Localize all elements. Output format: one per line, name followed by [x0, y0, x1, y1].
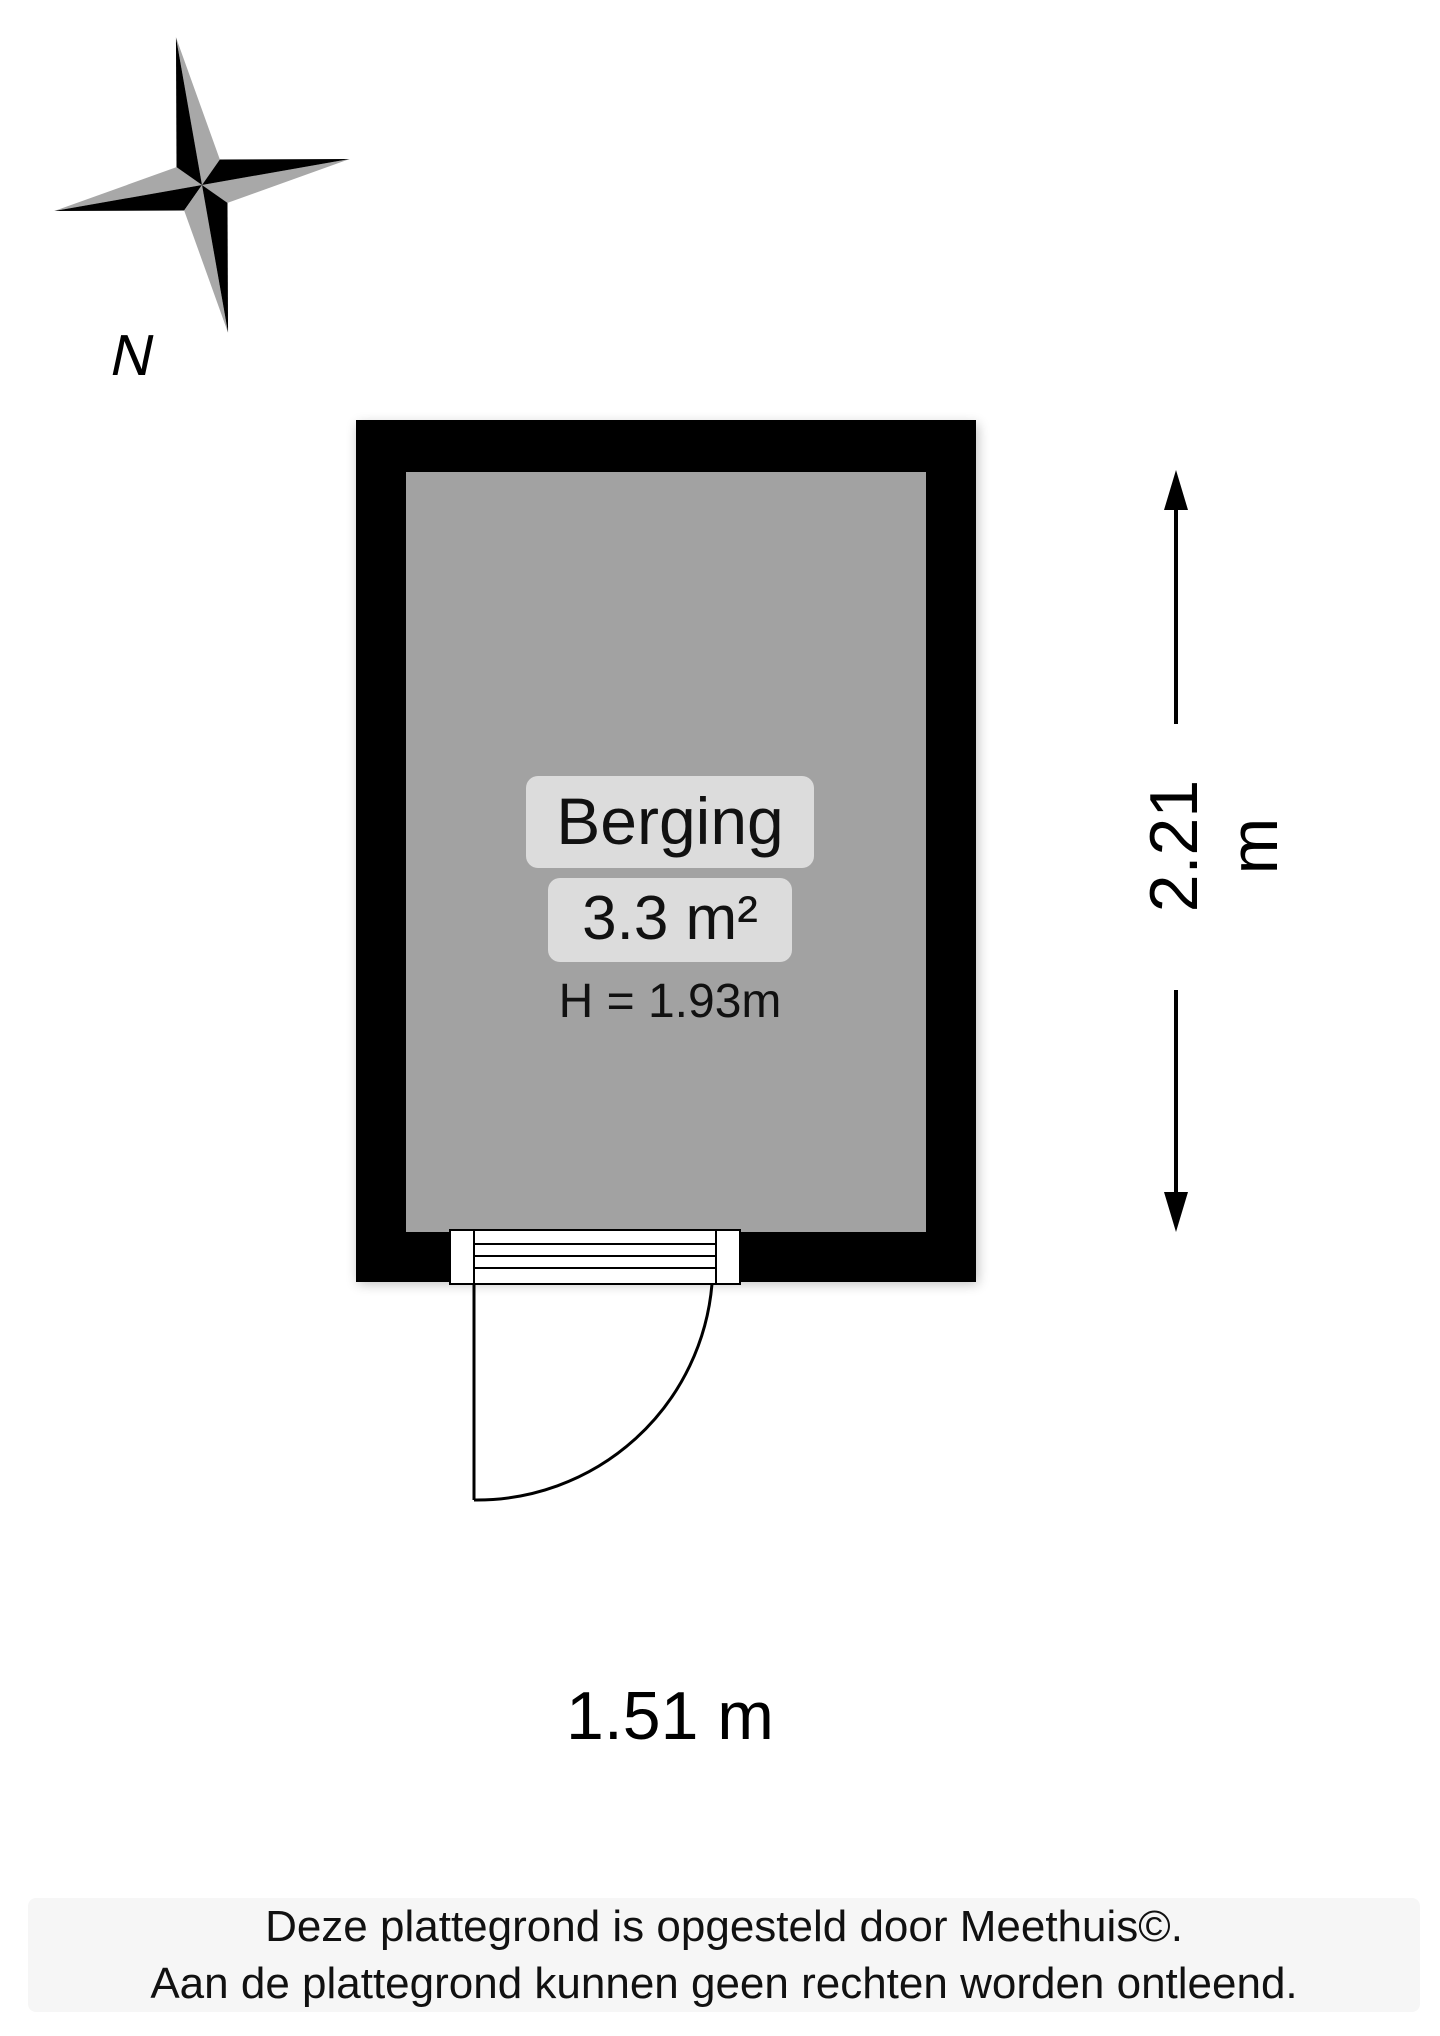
disclaimer-box: Deze plattegrond is opgesteld door Meeth… — [28, 1898, 1420, 2012]
door-swing-arc — [473, 1283, 714, 1502]
room-height: H = 1.93m — [558, 975, 782, 1028]
disclaimer-line-1: Deze plattegrond is opgesteld door Meeth… — [265, 1902, 1183, 1951]
length-dimension-arrow — [1164, 470, 1188, 1232]
width-dimension-label: 1.51 m — [566, 1678, 774, 1754]
room-name: Berging — [526, 776, 814, 868]
room-area-label: 3.3 m² — [0, 878, 1340, 962]
length-dimension-label: 2.21 m — [1136, 779, 1292, 913]
room-area: 3.3 m² — [548, 878, 792, 962]
compass-rose-icon — [54, 37, 350, 333]
room-name-label: Berging — [0, 776, 1340, 868]
disclaimer-line-2: Aan de plattegrond kunnen geen rechten w… — [150, 1959, 1298, 2008]
